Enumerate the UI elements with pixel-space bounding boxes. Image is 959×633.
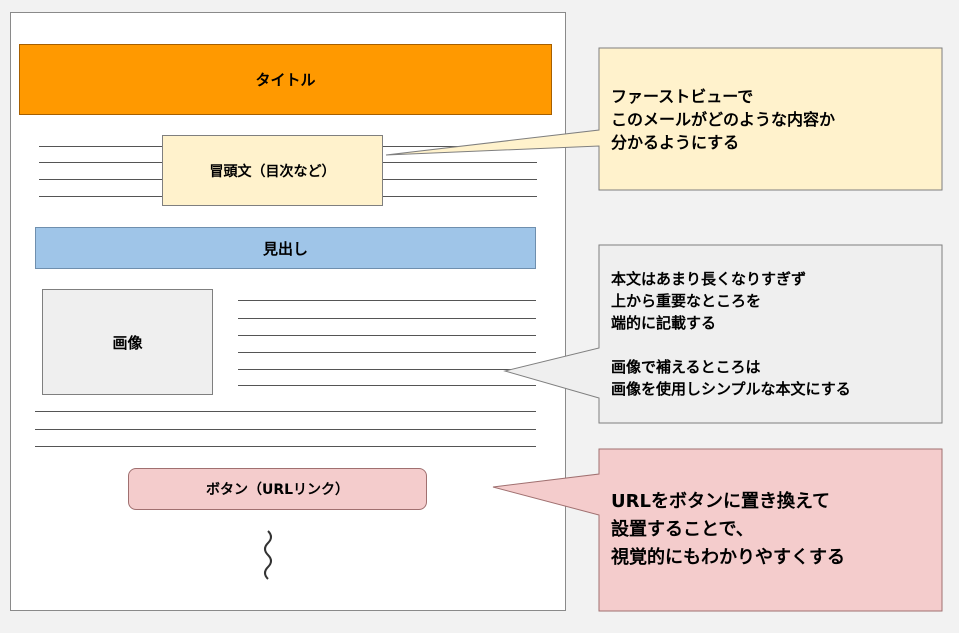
text-line — [238, 335, 536, 336]
mockup-image: 画像 — [42, 289, 213, 395]
text-line — [35, 429, 536, 430]
callout-text-button: URLをボタンに置き換えて 設置することで、 視覚的にもわかりやすくする — [611, 491, 845, 568]
callout-bubble-button — [492, 448, 943, 612]
text-line — [238, 352, 536, 353]
callout-text-first-view: ファーストビューで このメールがどのような内容か 分かるようにする — [611, 86, 836, 152]
mockup-heading: 見出し — [35, 227, 536, 269]
text-line — [238, 385, 536, 386]
text-line — [238, 300, 536, 301]
mockup-intro: 冒頭文（目次など） — [162, 135, 383, 206]
text-line — [35, 411, 536, 412]
continuation-squiggle — [264, 530, 272, 580]
callout-bubble-body-text — [503, 244, 943, 424]
text-line — [238, 369, 536, 370]
mockup-button: ボタン（URLリンク） — [128, 468, 427, 510]
callout-bubble-first-view — [385, 47, 943, 191]
text-line — [35, 446, 536, 447]
text-line — [238, 318, 536, 319]
mockup-title: タイトル — [19, 44, 552, 115]
callout-text-body: 本文はあまり長くなりすぎず 上から重要なところを 端的に記載する 画像で補えると… — [611, 270, 851, 398]
